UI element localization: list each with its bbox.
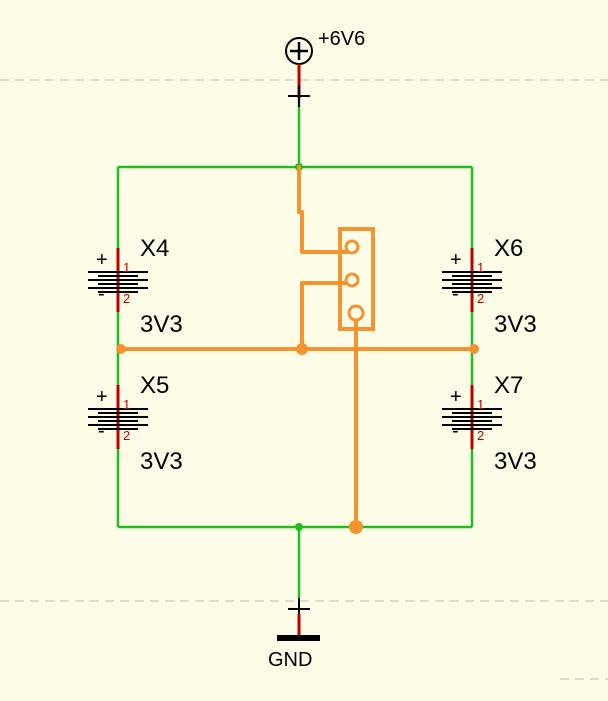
battery-value-label: 3V3 [494, 311, 537, 338]
battery-x6[interactable]: + - 1 2 X6 3V3 [442, 235, 537, 338]
ground-bar-icon[interactable] [277, 598, 320, 641]
battery-minus-label: - [452, 420, 459, 442]
battery-pin2-label: 2 [123, 428, 130, 443]
battery-pin2-label: 2 [477, 428, 484, 443]
battery-value-label: 3V3 [140, 311, 183, 338]
battery-ref-label: X4 [140, 235, 169, 262]
junction-bottom [295, 523, 303, 531]
supply-label: +6V6 [318, 28, 365, 50]
junction-mid-right [469, 344, 479, 354]
battery-pin1-label: 1 [477, 397, 484, 412]
battery-x5[interactable]: + - 1 2 X5 3V3 [88, 372, 183, 475]
junction-mid-left [116, 344, 126, 354]
battery-pin1-label: 1 [123, 260, 130, 275]
battery-minus-label: - [98, 420, 105, 442]
battery-plus-label: + [450, 249, 462, 271]
battery-pin1-label: 1 [123, 397, 130, 412]
circle-plus-icon[interactable] [285, 37, 313, 107]
battery-ref-label: X5 [140, 372, 169, 399]
battery-plus-label: + [96, 386, 108, 408]
junction-gnd-orange [349, 520, 363, 534]
ground-label: GND [268, 649, 312, 671]
three-pin-header-icon[interactable] [338, 227, 375, 331]
battery-value-label: 3V3 [494, 448, 537, 475]
battery-plus-label: + [96, 249, 108, 271]
battery-pin2-label: 2 [123, 291, 130, 306]
wire-pin2[interactable] [300, 281, 354, 351]
battery-pin1-label: 1 [477, 260, 484, 275]
battery-minus-label: - [452, 283, 459, 305]
battery-ref-label: X7 [494, 372, 523, 399]
junction-mid-center [296, 343, 308, 355]
battery-minus-label: - [98, 283, 105, 305]
wire-pin1[interactable] [297, 165, 354, 254]
sheet-border [0, 79, 608, 680]
battery-value-label: 3V3 [140, 448, 183, 475]
battery-pin2-label: 2 [477, 291, 484, 306]
battery-x4[interactable]: + - 1 2 X4 3V3 [88, 235, 183, 338]
battery-ref-label: X6 [494, 235, 523, 262]
battery-x7[interactable]: + - 1 2 X7 3V3 [442, 372, 537, 475]
battery-plus-label: + [450, 386, 462, 408]
